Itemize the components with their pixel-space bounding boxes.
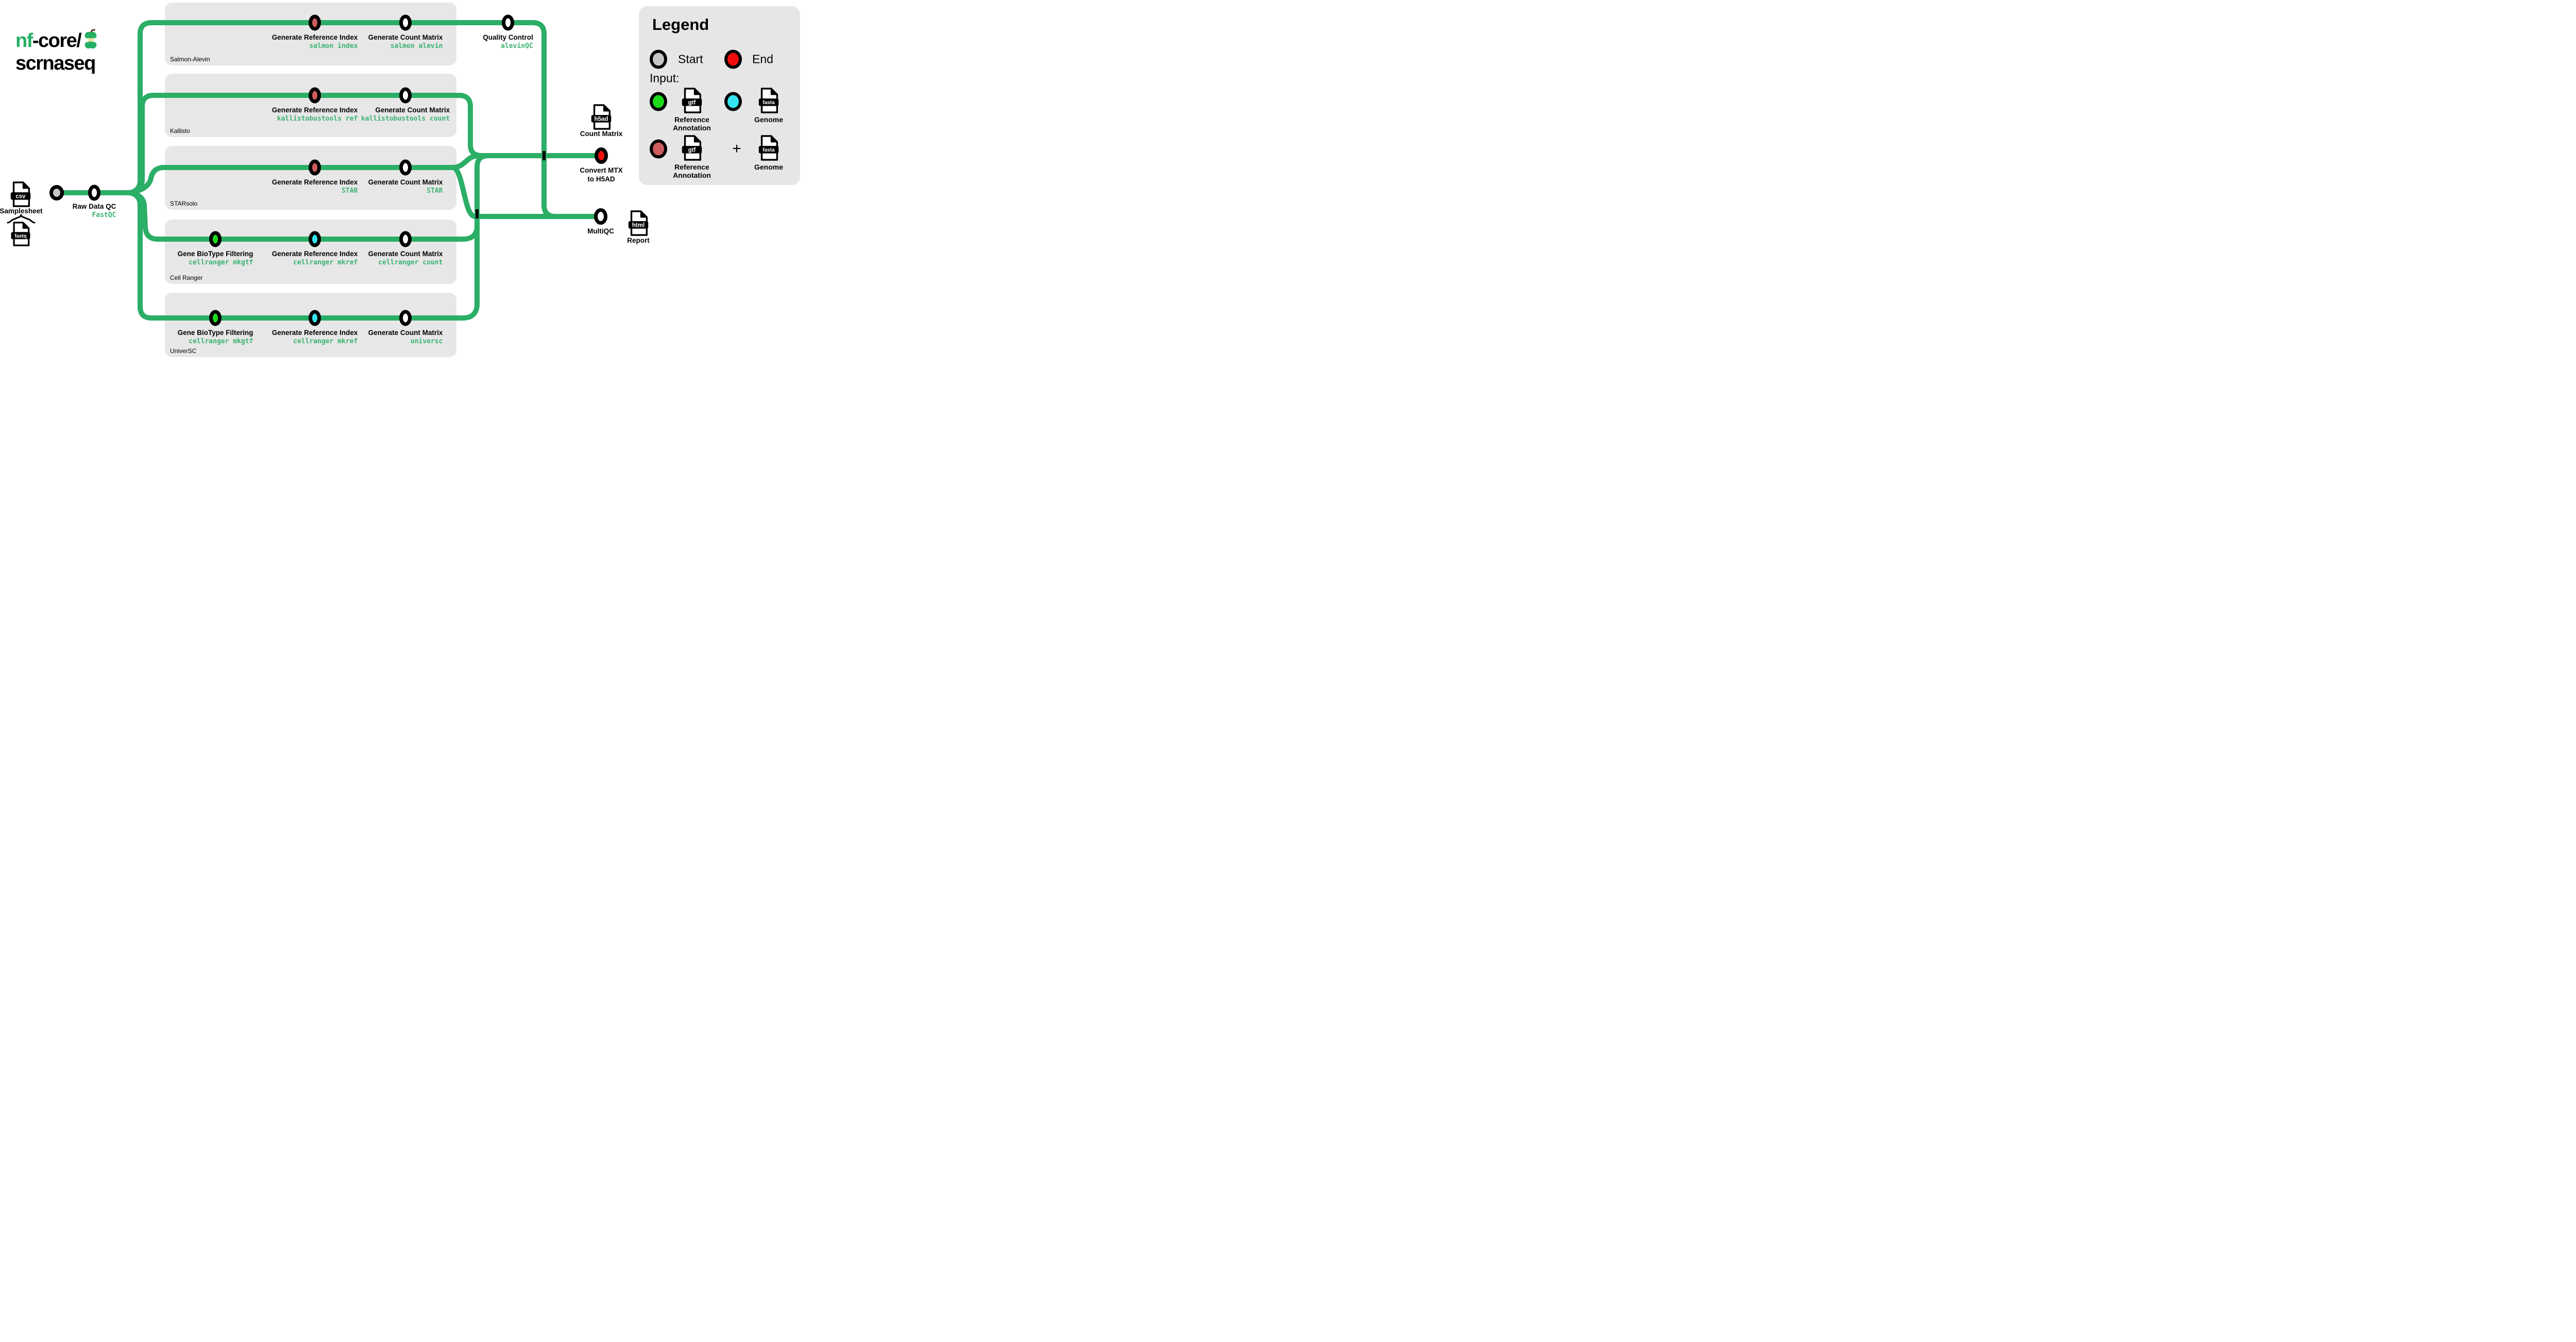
station-usc-mkgtf: Gene BioType Filtering cellranger mkgtf bbox=[177, 329, 253, 345]
universc-count-node bbox=[399, 310, 412, 326]
station-nodes bbox=[49, 14, 608, 326]
legend-start-label: Start bbox=[678, 52, 703, 66]
station-star-count: Generate Count Matrix STAR bbox=[368, 178, 443, 195]
rail-to-multiqc bbox=[451, 165, 601, 219]
raw-qc-node bbox=[88, 184, 100, 201]
lane-label: Cell Ranger bbox=[170, 274, 203, 281]
salmon-index-node bbox=[309, 14, 321, 31]
lane-label: Salmon-Alevin bbox=[170, 56, 210, 63]
svg-text:fastq: fastq bbox=[14, 233, 26, 239]
legend-input-heading: Input: bbox=[650, 71, 680, 85]
universc-mkref-node bbox=[309, 310, 321, 326]
station-usc-count: Generate Count Matrix universc bbox=[368, 329, 443, 345]
station-raw-data-qc: Raw Data QC FastQC bbox=[72, 203, 116, 219]
cellranger-mkref-node bbox=[309, 231, 321, 247]
logo-nf: nf bbox=[15, 30, 33, 52]
logo-line2: scrnaseq bbox=[15, 53, 96, 74]
salmon-alevin-node bbox=[399, 14, 412, 31]
station-convert-mtx: Convert MTX to H5AD bbox=[580, 166, 623, 183]
start-node bbox=[49, 185, 64, 200]
station-salmon-ref: Generate Reference Index salmon index bbox=[272, 33, 358, 50]
fasta-file-icon: fasta bbox=[757, 135, 780, 163]
apple-core-icon bbox=[85, 29, 97, 49]
kallisto-ref-node bbox=[309, 87, 321, 104]
legend-gtf-input-node bbox=[650, 92, 667, 111]
svg-text:html: html bbox=[632, 223, 645, 229]
svg-text:fasta: fasta bbox=[762, 100, 775, 106]
station-kallisto-count: Generate Count Matrix kallistobustools c… bbox=[361, 106, 450, 123]
h5ad-file-icon: h5ad bbox=[590, 104, 613, 132]
station-multiqc: MultiQC bbox=[587, 227, 614, 235]
station-cr-mkref: Generate Reference Index cellranger mkre… bbox=[272, 250, 358, 266]
alevinqc-node bbox=[502, 14, 514, 31]
legend-title: Legend bbox=[652, 15, 709, 33]
svg-text:fasta: fasta bbox=[762, 147, 775, 153]
fastq-file-icon: fastq bbox=[10, 222, 31, 249]
metro-map-canvas: nf-core/ scrnaseq Salmon-Alevin Kallisto… bbox=[0, 0, 802, 357]
crossing-tick bbox=[476, 209, 479, 219]
legend-end-label: End bbox=[752, 52, 773, 66]
html-file-icon: html bbox=[627, 210, 650, 239]
brace-glyph bbox=[7, 212, 36, 226]
station-quality-control: Quality Control alevinQC bbox=[483, 33, 533, 50]
star-index-node bbox=[309, 159, 321, 176]
svg-text:gtf: gtf bbox=[688, 100, 696, 106]
pipeline-logo: nf-core/ scrnaseq bbox=[15, 29, 99, 75]
station-kallisto-ref: Generate Reference Index kallistobustool… bbox=[272, 106, 358, 123]
fasta-file-icon: fasta bbox=[757, 88, 780, 116]
station-salmon-count: Generate Count Matrix salmon alevin bbox=[368, 33, 443, 50]
legend-end-node bbox=[724, 49, 742, 69]
samplesheet-label: Samplesheet bbox=[0, 207, 43, 215]
logo-line1: nf-core/ bbox=[15, 29, 99, 52]
cellranger-count-node bbox=[399, 231, 412, 247]
svg-text:csv: csv bbox=[15, 194, 26, 200]
station-cr-mkgtf: Gene BioType Filtering cellranger mkgtf bbox=[177, 250, 253, 266]
logo-core: -core/ bbox=[32, 30, 82, 52]
count-matrix-label: Count Matrix bbox=[580, 130, 623, 138]
lane-cell-ranger: Cell Ranger bbox=[165, 220, 456, 284]
legend-ref-annotation-label: Reference Annotation bbox=[673, 115, 711, 132]
gtf-file-icon: gtf bbox=[681, 135, 703, 163]
svg-text:h5ad: h5ad bbox=[595, 116, 608, 123]
rail-cell-ranger bbox=[129, 190, 480, 242]
convert-end-node bbox=[595, 147, 608, 164]
crossing-tick bbox=[543, 151, 546, 160]
legend-genome-label: Genome bbox=[754, 115, 784, 124]
station-cr-count: Generate Count Matrix cellranger count bbox=[368, 250, 443, 266]
svg-text:gtf: gtf bbox=[688, 147, 696, 154]
lane-salmon-alevin: Salmon-Alevin bbox=[165, 3, 456, 65]
legend-start-node bbox=[650, 49, 667, 69]
multiqc-node bbox=[594, 208, 607, 225]
legend-genome-label: Genome bbox=[754, 163, 784, 171]
rail-lines bbox=[54, 20, 601, 321]
csv-file-icon: csv bbox=[9, 181, 32, 210]
legend-plus-sign: + bbox=[732, 140, 741, 157]
lane-starsolo: STARsolo bbox=[165, 146, 456, 210]
kallisto-count-node bbox=[399, 87, 412, 104]
rail-starsolo bbox=[129, 165, 452, 195]
rail-network bbox=[49, 14, 608, 326]
lane-label: UniverSC bbox=[170, 347, 197, 355]
legend-panel: Legend Start End Input: gtf Reference An… bbox=[639, 6, 800, 185]
legend-fasta-input-node bbox=[724, 92, 742, 111]
lane-kallisto: Kallisto bbox=[165, 74, 456, 137]
legend-both-input-node bbox=[650, 139, 667, 159]
lane-label: Kallisto bbox=[170, 127, 190, 135]
legend-ref-annotation-label: Reference Annotation bbox=[673, 163, 711, 179]
cellranger-mkgtf-node bbox=[209, 231, 222, 247]
star-count-node bbox=[399, 159, 412, 176]
station-usc-mkref: Generate Reference Index cellranger mkre… bbox=[272, 329, 358, 345]
lane-label: STARsolo bbox=[170, 200, 198, 207]
gtf-file-icon: gtf bbox=[681, 88, 703, 116]
rail-crossing-ticks bbox=[476, 151, 546, 219]
rail-universc bbox=[129, 153, 489, 321]
report-label: Report bbox=[627, 237, 650, 244]
station-star-ref: Generate Reference Index STAR bbox=[272, 178, 358, 195]
universc-mkgtf-node bbox=[209, 310, 222, 326]
rail-kallisto bbox=[129, 93, 482, 195]
